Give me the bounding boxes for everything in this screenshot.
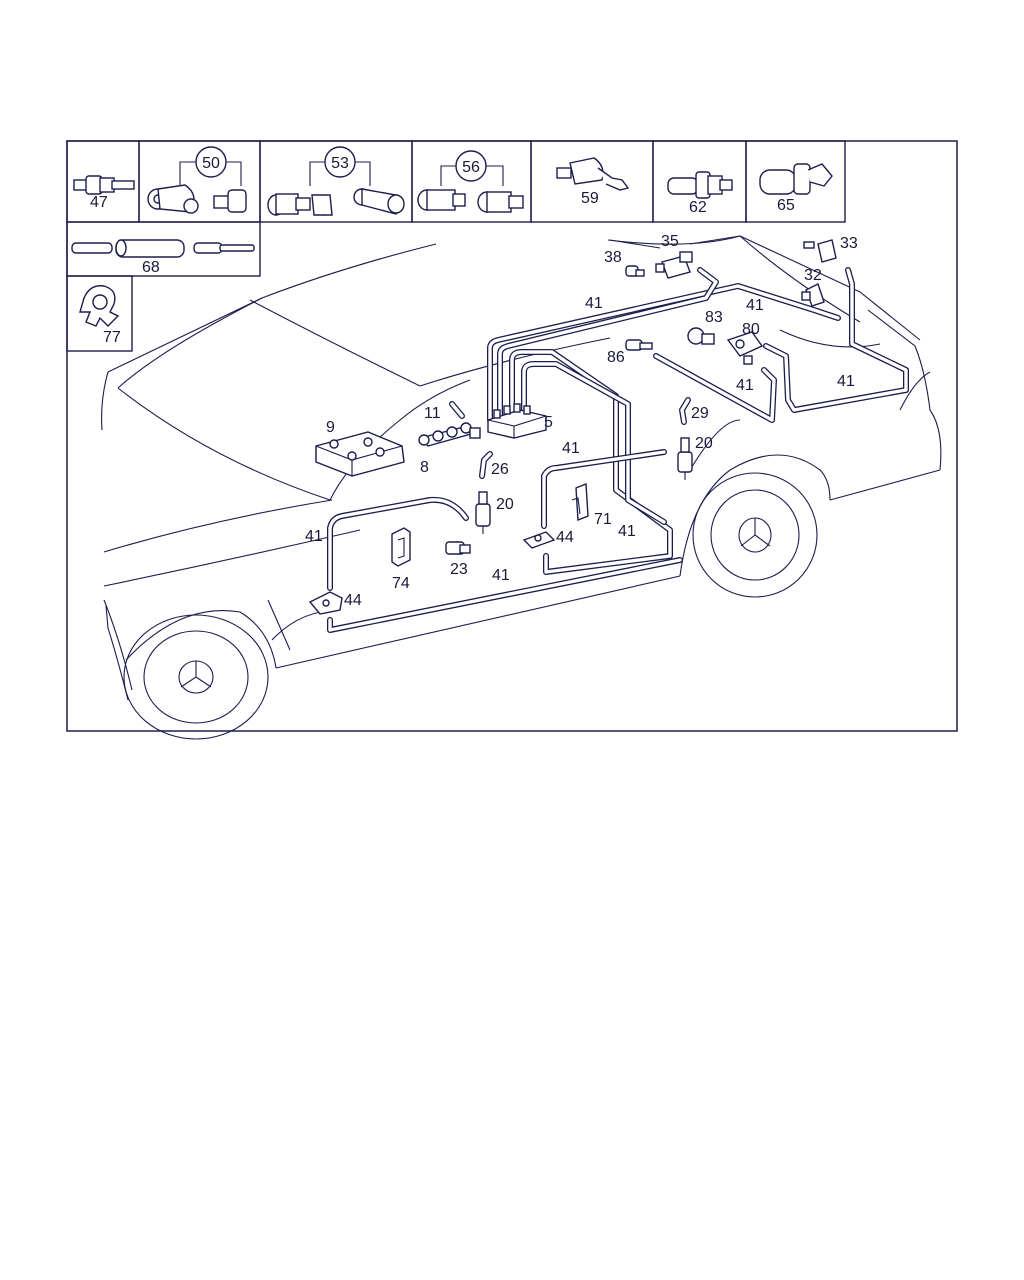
- label-59: 59: [581, 190, 599, 207]
- valve-32-icon: [801, 283, 825, 307]
- label-77: 77: [103, 329, 121, 346]
- callout-35: 35: [661, 233, 679, 250]
- callout-9: 9: [326, 419, 335, 436]
- holder-44-mid-icon: [522, 531, 556, 549]
- circled-label-50: 50: [202, 155, 220, 172]
- callout-74: 74: [392, 575, 410, 592]
- callout-83: 83: [705, 309, 723, 326]
- valve-35-icon: [655, 251, 693, 279]
- block-9-icon: [315, 431, 405, 477]
- callout-20-b: 20: [496, 496, 514, 513]
- air-line-tubes: [327, 267, 909, 633]
- connector-56-parts-icon: [417, 150, 524, 213]
- clip-77-icon: [79, 285, 120, 327]
- holder-44-front-icon: [308, 591, 343, 615]
- label-65: 65: [777, 197, 795, 214]
- callout-41-h: 41: [492, 567, 510, 584]
- label-47: 47: [90, 194, 108, 211]
- callout-26: 26: [491, 461, 509, 478]
- connector-65-icon: [759, 163, 833, 195]
- fitting-38-icon: [625, 265, 645, 277]
- callout-33: 33: [840, 235, 858, 252]
- tube-26-icon: [479, 451, 493, 479]
- connector-47-icon: [73, 175, 135, 195]
- label-68: 68: [142, 259, 160, 276]
- unit-80-icon: [726, 331, 764, 365]
- callout-23: 23: [450, 561, 468, 578]
- callout-41-c: 41: [736, 377, 754, 394]
- manifold-8-icon: [418, 422, 481, 447]
- connector-50-parts-icon: [147, 146, 247, 214]
- bracket-71-icon: [571, 482, 589, 522]
- callout-32: 32: [804, 267, 822, 284]
- fitting-23-icon: [445, 541, 471, 555]
- actuator-20-front-icon: [475, 491, 491, 534]
- front-wheel-icon: [123, 614, 269, 740]
- actuator-20-rear-icon: [677, 437, 693, 480]
- callout-80: 80: [742, 321, 760, 338]
- callout-20-a: 20: [695, 435, 713, 452]
- connector-62-icon: [667, 171, 733, 199]
- callout-86: 86: [607, 349, 625, 366]
- callout-41-g: 41: [618, 523, 636, 540]
- catalog-box-grid: [66, 140, 846, 352]
- label-62: 62: [689, 199, 707, 216]
- callout-29: 29: [691, 405, 709, 422]
- callout-41-e: 41: [562, 440, 580, 457]
- callout-labels: 35 33 38 32 41 41 83 80 86 41 41 9 11 5 …: [305, 233, 858, 609]
- tube-11-icon: [449, 401, 465, 419]
- callout-11: 11: [424, 405, 441, 422]
- circled-label-53: 53: [331, 155, 349, 172]
- callout-38: 38: [604, 249, 622, 266]
- circled-label-56: 56: [462, 159, 480, 176]
- bracket-74-icon: [391, 527, 411, 567]
- callout-41-a: 41: [585, 295, 603, 312]
- connector-53-parts-icon: [267, 146, 405, 216]
- valve-block-5-icon: [487, 403, 547, 439]
- hose-68-icon: [71, 239, 255, 258]
- callout-71: 71: [594, 511, 612, 528]
- valve-33-icon: [803, 239, 837, 263]
- callout-44-b: 44: [344, 592, 362, 609]
- callout-5: 5: [544, 414, 553, 431]
- connector-59-icon: [556, 157, 630, 191]
- tube-29-icon: [679, 397, 691, 425]
- valve-83-icon: [687, 327, 715, 345]
- fitting-86-icon: [625, 339, 653, 351]
- callout-41-b: 41: [746, 297, 764, 314]
- leader-lines: [609, 235, 741, 249]
- callout-8: 8: [420, 459, 429, 476]
- callout-41-d: 41: [837, 373, 855, 390]
- car-body-outline: [101, 235, 942, 701]
- callout-41-f: 41: [305, 528, 323, 545]
- rear-wheel-icon: [692, 472, 818, 598]
- callout-44-a: 44: [556, 529, 574, 546]
